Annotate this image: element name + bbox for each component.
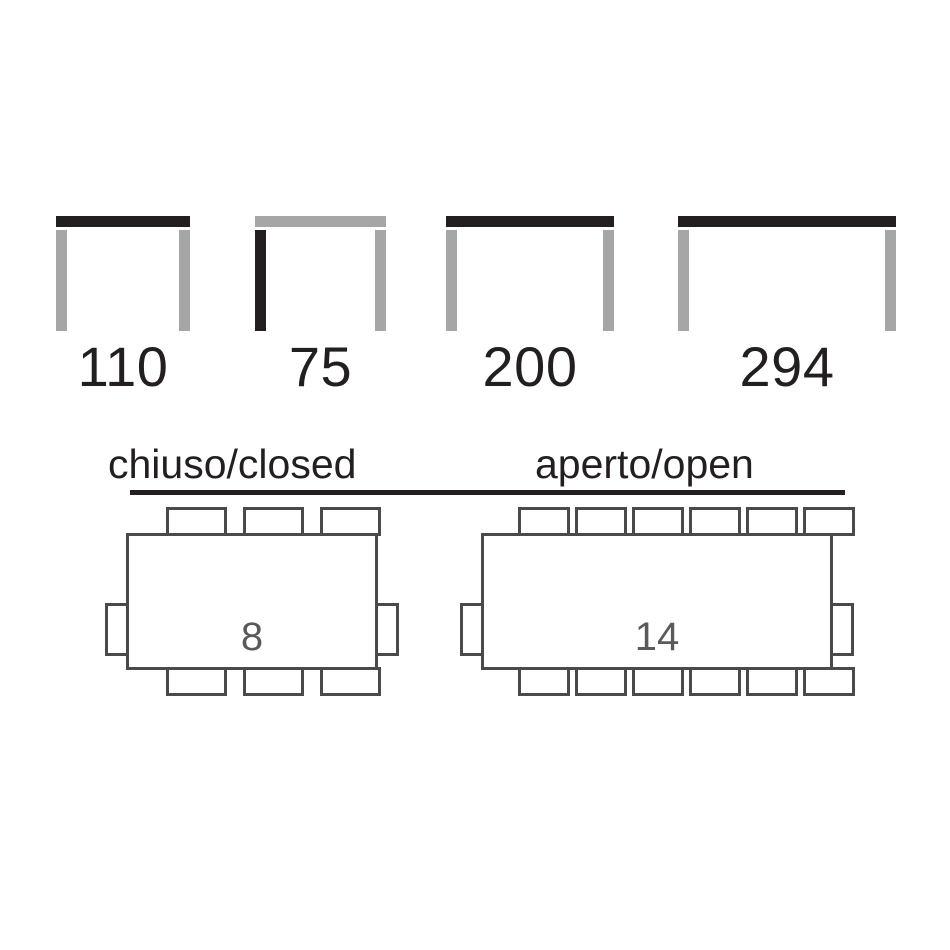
- elevation-figure-75: 75: [255, 216, 386, 406]
- section-label-chiuso-closed: chiuso/closed: [108, 441, 357, 487]
- table-leg-left: [56, 230, 67, 331]
- tabletop-bar: [56, 216, 190, 227]
- table-leg-left: [446, 230, 457, 331]
- chair-top: [746, 507, 798, 536]
- chair-top: [243, 507, 304, 536]
- table-leg-right: [603, 230, 614, 331]
- seat-count-label: 8: [240, 615, 264, 659]
- section-divider-rule: [130, 490, 845, 495]
- chair-top: [689, 507, 741, 536]
- chair-top: [632, 507, 684, 536]
- chair-top: [320, 507, 381, 536]
- elevation-figure-110: 110: [56, 216, 190, 406]
- table-leg-left: [255, 230, 266, 331]
- tabletop-bar: [678, 216, 896, 227]
- chair-top: [575, 507, 627, 536]
- table-leg-right: [885, 230, 896, 331]
- table-leg-right: [179, 230, 190, 331]
- chair-bottom: [632, 667, 684, 696]
- elevation-figure-294: 294: [678, 216, 896, 406]
- chair-bottom: [746, 667, 798, 696]
- section-label-aperto-open: aperto/open: [535, 441, 754, 487]
- elevation-figure-200: 200: [446, 216, 614, 406]
- plan-closed: 8: [103, 505, 401, 710]
- dimension-label: 75: [288, 335, 353, 398]
- chair-bottom: [320, 667, 381, 696]
- tabletop-bar: [446, 216, 614, 227]
- seat-count-label: 14: [634, 615, 680, 659]
- chair-top: [803, 507, 855, 536]
- chair-bottom: [689, 667, 741, 696]
- plan-open: 14: [458, 505, 856, 710]
- chair-bottom: [166, 667, 227, 696]
- tabletop-bar: [255, 216, 386, 227]
- dimension-label: 200: [482, 335, 578, 398]
- chair-bottom: [803, 667, 855, 696]
- chair-bottom: [243, 667, 304, 696]
- table-surface: [481, 533, 833, 670]
- chair-top: [166, 507, 227, 536]
- chair-bottom: [518, 667, 570, 696]
- table-surface: [126, 533, 378, 670]
- table-leg-left: [678, 230, 689, 331]
- dimension-label: 110: [77, 335, 169, 398]
- chair-bottom: [575, 667, 627, 696]
- chair-top: [518, 507, 570, 536]
- dimension-label: 294: [739, 335, 835, 398]
- table-leg-right: [375, 230, 386, 331]
